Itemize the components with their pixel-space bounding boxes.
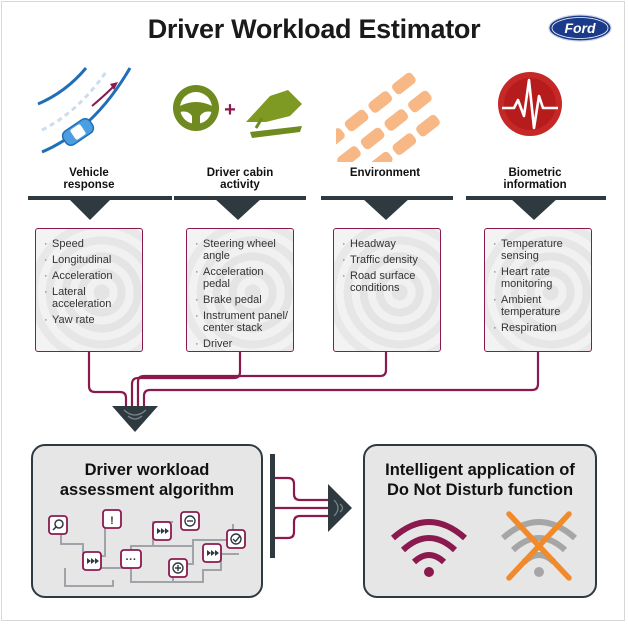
input-list-biometric: Temperature sensing Heart rate monitorin… [485, 229, 591, 334]
fast-forward-icon [87, 528, 219, 564]
list-item: Lateral acceleration [44, 286, 138, 310]
car-on-road-icon [37, 67, 132, 154]
ford-logo-text: Ford [564, 20, 596, 36]
list-item: Longitudinal [44, 254, 138, 266]
category-title-line1: Driver cabin [206, 167, 274, 179]
check-icon [230, 533, 242, 545]
algorithm-panel: Driver workload assessment algorithm [31, 444, 263, 598]
ford-logo: Ford [548, 14, 612, 42]
wifi-on-icon [391, 519, 467, 577]
category-title-cabin: Driver cabin activity [180, 167, 300, 191]
plus-icon [172, 562, 184, 574]
svg-text:+: + [224, 99, 236, 121]
list-item: Acceleration pedal [195, 266, 289, 290]
search-node [48, 515, 68, 535]
category-title-line2: activity [220, 179, 260, 191]
list-item: Temperature sensing [493, 238, 587, 262]
input-box-environment: Headway Traffic density Road surface con… [333, 228, 441, 352]
list-item: Road surface conditions [342, 270, 436, 294]
ellipsis-icon: ··· [126, 554, 137, 566]
category-title-line1: Environment [349, 167, 421, 179]
wifi-off-crossed-icon [501, 511, 577, 581]
algorithm-network-diagram: ! ··· [48, 509, 246, 587]
input-box-vehicle: Speed Longitudinal Acceleration Lateral … [35, 228, 143, 352]
list-item: Brake pedal [195, 294, 289, 306]
category-title-line1: Vehicle [69, 167, 109, 179]
list-item: Instrument panel/ center stack [195, 310, 289, 334]
algorithm-title-line1: Driver workload [84, 461, 210, 479]
output-connector [270, 454, 352, 558]
page-title: Driver Workload Estimator [147, 14, 481, 44]
category-title-biometric: Biometric information [480, 167, 590, 191]
steering-wheel-plus-pedal-icon: + [173, 85, 302, 138]
list-item: Steering wheel angle [195, 238, 289, 262]
input-list-cabin: Steering wheel angle Acceleration pedal … [187, 229, 293, 350]
dnd-panel-title: Intelligent application of Do Not Distur… [365, 460, 595, 500]
list-item: Heart rate monitoring [493, 266, 587, 290]
algorithm-panel-title: Driver workload assessment algorithm [33, 460, 261, 500]
algorithm-title-line2: assessment algorithm [59, 481, 235, 499]
check-node [226, 529, 246, 549]
list-item: Respiration [493, 322, 587, 334]
search-icon [52, 519, 64, 531]
connector-lines [87, 352, 540, 432]
alert-node [102, 509, 122, 529]
dnd-panel: Intelligent application of Do Not Distur… [363, 444, 597, 598]
category-title-line2: information [503, 179, 567, 191]
alert-icon: ! [110, 515, 114, 527]
list-item: Acceleration [44, 270, 138, 282]
input-box-cabin: Steering wheel angle Acceleration pedal … [186, 228, 294, 352]
list-item: Driver [195, 338, 289, 350]
input-list-environment: Headway Traffic density Road surface con… [334, 229, 440, 294]
category-title-line2: response [63, 179, 115, 191]
dnd-title-line1: Intelligent application of [385, 461, 575, 479]
funnel-triangles [68, 198, 558, 220]
category-title-environment: Environment [330, 167, 440, 179]
input-list-vehicle: Speed Longitudinal Acceleration Lateral … [36, 229, 142, 326]
list-item: Yaw rate [44, 314, 138, 326]
heart-rate-icon [498, 72, 562, 136]
category-title-line1: Biometric [508, 167, 562, 179]
dnd-title-line2: Do Not Disturb function [386, 481, 574, 499]
input-box-biometric: Temperature sensing Heart rate monitorin… [484, 228, 592, 352]
list-item: Ambient temperature [493, 294, 587, 318]
list-item: Traffic density [342, 254, 436, 266]
list-item: Headway [342, 238, 436, 250]
minus-icon [184, 515, 196, 527]
list-item: Speed [44, 238, 138, 250]
traffic-cars-icon [336, 71, 442, 162]
category-title-vehicle: Vehicle response [44, 167, 134, 191]
ellipsis-node [120, 549, 142, 569]
